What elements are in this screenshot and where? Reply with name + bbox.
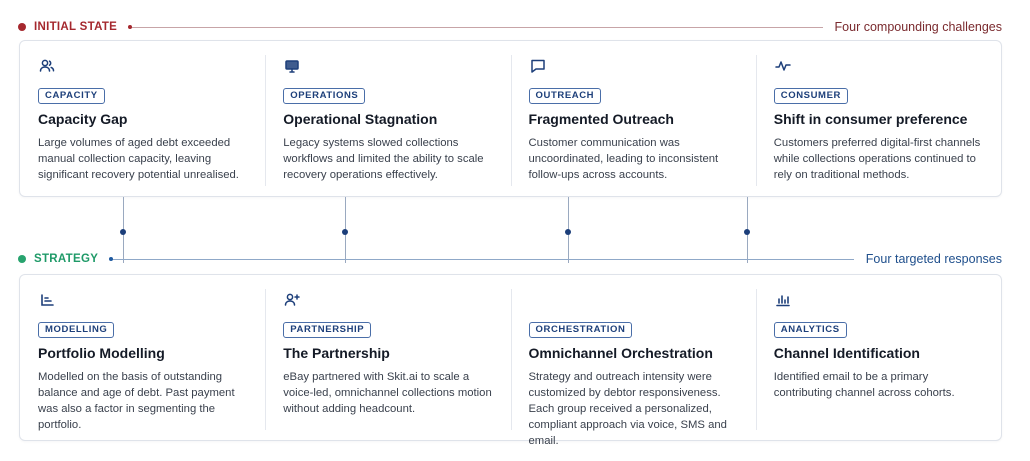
connector-dot xyxy=(744,229,750,235)
strategy-card-orchestration: ORCHESTRATION Omnichannel Orchestration … xyxy=(510,275,756,447)
challenge-tag: OPERATIONS xyxy=(283,88,366,104)
strategy-header: STRATEGY Four targeted responses xyxy=(18,249,1002,269)
initial-state-dot xyxy=(18,23,26,31)
initial-state-header: INITIAL STATE Four compounding challenge… xyxy=(18,17,1002,37)
strategy-dot xyxy=(18,255,26,263)
strategy-description: eBay partnered with Skit.ai to scale a v… xyxy=(283,371,492,415)
strategy-tag: PARTNERSHIP xyxy=(283,322,372,338)
challenge-title: Operational Stagnation xyxy=(283,111,438,127)
connector-dot xyxy=(120,229,126,235)
challenge-description: Legacy systems slowed collections workfl… xyxy=(283,137,484,181)
strategy-card-partnership: PARTNERSHIP The Partnership eBay partner… xyxy=(265,275,510,440)
challenge-title: Shift in consumer preference xyxy=(773,111,968,127)
strategy-label: STRATEGY xyxy=(34,253,99,265)
challenge-title: Fragmented Outreach xyxy=(528,111,674,127)
strategy-description: Identified email to be a primary contrib… xyxy=(773,371,955,399)
initial-state-label: INITIAL STATE xyxy=(34,21,118,33)
strategy-description: Strategy and outreach intensity were cus… xyxy=(528,371,727,447)
strategy-tag: ORCHESTRATION xyxy=(528,322,633,338)
strategy-card-analytics: ANALYTICS Channel Identification Identif… xyxy=(755,275,1001,440)
connector-dot xyxy=(342,229,348,235)
people-plus-icon xyxy=(285,293,300,306)
challenge-tag: CAPACITY xyxy=(38,88,105,104)
strategy-description: Modelled on the basis of outstanding bal… xyxy=(38,371,235,431)
strategy-tag: MODELLING xyxy=(38,322,115,338)
bar-chart-icon xyxy=(775,295,790,307)
monitor-icon xyxy=(285,60,299,73)
challenge-tag: CONSUMER xyxy=(773,88,848,104)
strategy-summary: Four targeted responses xyxy=(865,252,1002,266)
challenge-card-consumer: CONSUMER Shift in consumer preference Cu… xyxy=(755,41,1001,196)
pulse-icon xyxy=(775,61,791,71)
bars-list-icon xyxy=(41,294,54,306)
strategy-title: Channel Identification xyxy=(773,345,920,361)
challenge-description: Customer communication was uncoordinated… xyxy=(528,137,719,181)
initial-state-summary: Four compounding challenges xyxy=(834,20,1002,34)
challenge-description: Large volumes of aged debt exceeded manu… xyxy=(38,137,239,181)
strategy-card-row: MODELLING Portfolio Modelling Modelled o… xyxy=(19,274,1002,447)
strategy-title: The Partnership xyxy=(283,345,390,361)
initial-state-divider xyxy=(128,24,823,29)
strategy-title: Omnichannel Orchestration xyxy=(528,345,713,361)
strategy-title: Portfolio Modelling xyxy=(38,345,165,361)
strategy-divider xyxy=(109,256,854,261)
challenge-description: Customers preferred digital-first channe… xyxy=(773,137,981,181)
challenge-card-outreach: OUTREACH Fragmented Outreach Customer co… xyxy=(510,41,756,196)
challenge-title: Capacity Gap xyxy=(38,111,128,127)
connector-dot xyxy=(565,229,571,235)
strategy-card-modelling: MODELLING Portfolio Modelling Modelled o… xyxy=(20,275,265,440)
strategy-tag: ANALYTICS xyxy=(773,322,847,338)
challenge-card-capacity: CAPACITY Capacity Gap Large volumes of a… xyxy=(20,41,265,196)
challenges-card-row: CAPACITY Capacity Gap Large volumes of a… xyxy=(19,40,1002,197)
people-icon xyxy=(39,59,55,72)
empty-icon-slot xyxy=(529,291,547,309)
chat-bubble-icon xyxy=(530,59,545,73)
challenge-card-operations: OPERATIONS Operational Stagnation Legacy… xyxy=(265,41,510,196)
challenge-tag: OUTREACH xyxy=(528,88,602,104)
